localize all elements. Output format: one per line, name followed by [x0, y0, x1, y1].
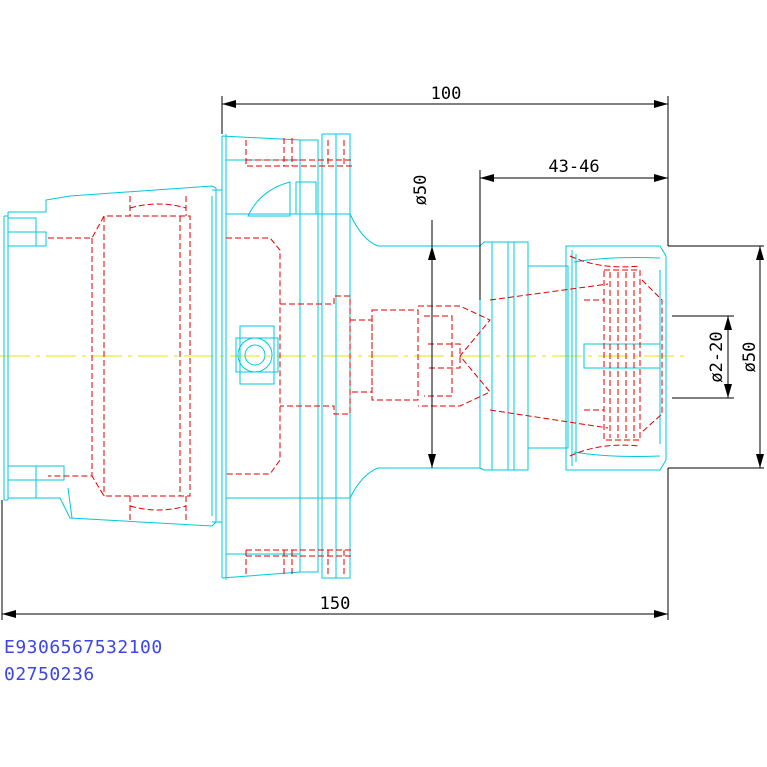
dim-43-46-label: 43-46: [548, 157, 599, 177]
part-code-line-1: E9306567532100: [4, 637, 163, 658]
dim-150-label: 150: [320, 594, 351, 614]
part-code-line-2: 02750236: [4, 664, 95, 685]
dim-diameter-2-20-label: ø2-20: [707, 331, 727, 382]
dim-100-label: 100: [431, 84, 462, 104]
hidden-lines: [48, 138, 663, 576]
dim-diameter-50-left-label: ø50: [411, 175, 431, 206]
tool-holder-outline: [3, 133, 667, 580]
dim-diameter-50-right-label: ø50: [740, 342, 760, 373]
dimension-lines: [1, 96, 764, 620]
